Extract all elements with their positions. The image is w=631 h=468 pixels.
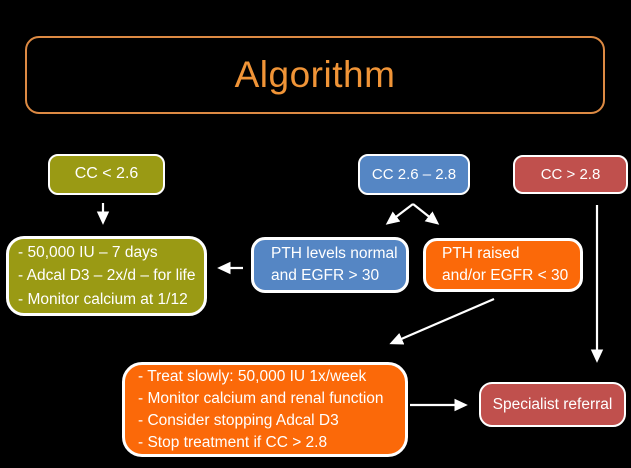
node-line: - Monitor calcium at 1/12 <box>18 290 188 308</box>
node-label: CC < 2.6 <box>74 165 139 183</box>
node-low-cc-treatment: - 50,000 IU – 7 days - Adcal D3 – 2x/d –… <box>6 236 207 316</box>
node-line: and/or EGFR < 30 <box>442 267 569 284</box>
node-line: - 50,000 IU – 7 days <box>18 244 158 262</box>
node-treat-slowly: - Treat slowly: 50,000 IU 1x/week - Moni… <box>122 362 408 457</box>
node-pth-raised: PTH raised and/or EGFR < 30 <box>423 238 583 292</box>
node-specialist-referral: Specialist referral <box>479 382 626 427</box>
node-line: and EGFR > 30 <box>271 267 380 284</box>
arrow-ccmid-to-pth-raised <box>412 203 440 225</box>
node-line: - Monitor calcium and renal function <box>138 389 384 407</box>
node-label: CC 2.6 – 2.8 <box>371 166 457 183</box>
node-pth-normal: PTH levels normal and EGFR > 30 <box>251 237 409 293</box>
node-line: PTH levels normal <box>271 244 398 262</box>
node-label: Specialist referral <box>492 395 613 413</box>
node-cc-less-2-6: CC < 2.6 <box>48 154 165 195</box>
title-box: Algorithm <box>25 36 605 114</box>
arrow-pth-raised-to-treat-slowly <box>389 297 495 345</box>
page-title: Algorithm <box>234 54 396 95</box>
node-line: PTH raised <box>442 244 520 262</box>
node-line: - Stop treatment if CC > 2.8 <box>138 433 328 451</box>
node-cc-greater-2-8: CC > 2.8 <box>513 155 628 194</box>
node-line: - Adcal D3 – 2x/d – for life <box>18 267 196 285</box>
node-label: CC > 2.8 <box>540 166 601 183</box>
arrow-ccmid-to-pth-normal <box>385 203 414 225</box>
node-cc-2-6-to-2-8: CC 2.6 – 2.8 <box>358 154 470 195</box>
node-line: - Consider stopping Adcal D3 <box>138 411 339 429</box>
node-line: - Treat slowly: 50,000 IU 1x/week <box>138 367 367 385</box>
